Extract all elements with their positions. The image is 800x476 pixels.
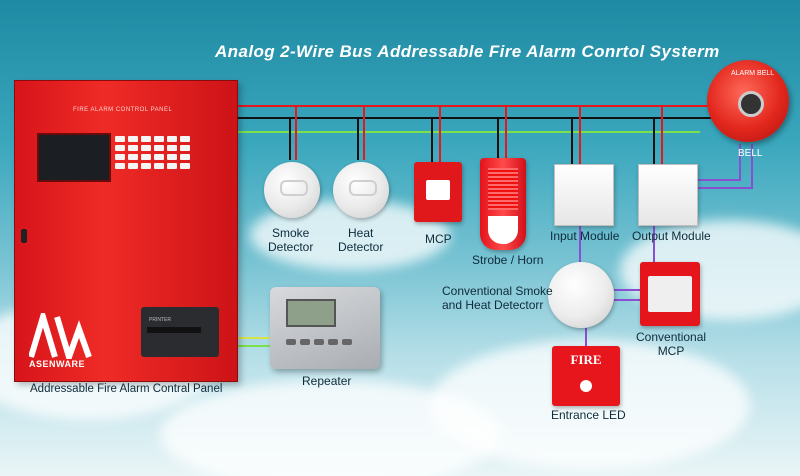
repeater-label: Repeater — [302, 374, 352, 388]
output-module-label: Output Module — [632, 229, 711, 243]
panel-key-lock — [21, 229, 27, 243]
input-module-label: Input Module — [550, 229, 620, 243]
diagram-title: Analog 2-Wire Bus Addressable Fire Alarm… — [215, 42, 720, 61]
panel-lcd-screen — [37, 133, 111, 182]
heat-detector-icon — [333, 162, 389, 218]
control-panel-label: Addressable Fire Alarm Contral Panel — [30, 383, 223, 395]
bell-icon: ALARM BELL — [707, 60, 789, 142]
bell-label: BELL — [738, 148, 763, 159]
panel-header-text: FIRE ALARM CONTROL PANEL — [73, 107, 173, 113]
mcp-icon — [414, 162, 462, 222]
conventional-mcp-label: Conventional MCP — [636, 330, 707, 358]
input-module-icon — [554, 164, 614, 226]
panel-printer: PRINTER — [141, 307, 219, 357]
mcp-label: MCP — [425, 232, 452, 246]
bell-wire — [697, 144, 741, 181]
asenware-logo-icon — [29, 313, 92, 359]
repeater-icon — [270, 287, 380, 369]
output-module-icon — [638, 164, 698, 226]
smoke-detector-icon — [264, 162, 320, 218]
entrance-led-icon: FIRE — [552, 346, 620, 406]
panel-keypad — [115, 136, 190, 169]
entrance-led-label: Entrance LED — [551, 408, 626, 422]
strobe-horn-icon — [480, 158, 526, 250]
conventional-detector-icon — [548, 262, 614, 328]
smoke-detector-label: Smoke Detector — [268, 226, 314, 254]
conventional-mcp-icon — [640, 262, 700, 326]
conventional-detector-label: Conventional Smoke and Heat Detectorr — [442, 284, 553, 312]
strobe-horn-label: Strobe / Horn — [472, 253, 544, 267]
control-panel: FIRE ALARM CONTROL PANEL ASENWARE PRINTE… — [14, 80, 238, 382]
brand-name: ASENWARE — [29, 359, 86, 369]
bell-wire — [697, 144, 753, 189]
led-fire-text: FIRE — [570, 352, 602, 367]
heat-detector-label: Heat Detector — [338, 226, 384, 254]
